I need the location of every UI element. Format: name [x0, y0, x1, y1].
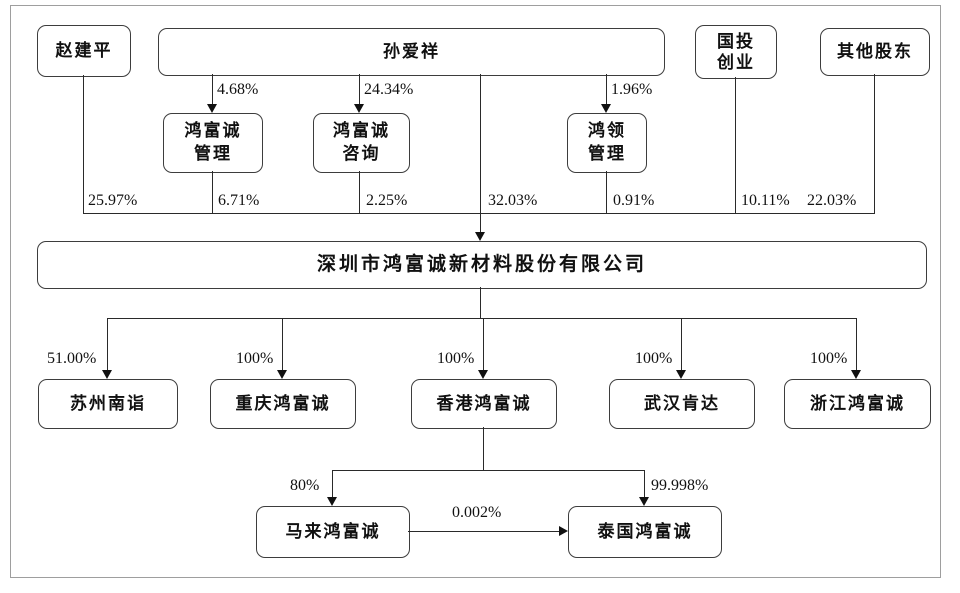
connector-line [606, 74, 608, 104]
node-qita-gudong: 其他股东 [820, 28, 930, 76]
connector-line [483, 427, 485, 470]
pct-hongkong-to-taiguo: 99.998% [651, 477, 709, 494]
connector-line [483, 318, 485, 371]
node-chongqing-hongfucheng: 重庆鸿富诚 [210, 379, 356, 429]
pct-hongkong-to-malai: 80% [290, 477, 320, 494]
node-label-line1: 鸿领 [588, 121, 626, 141]
pct-zixun-to-company: 2.25% [366, 192, 408, 209]
arrowhead-down [478, 370, 488, 379]
node-label: 香港鸿富诚 [436, 393, 532, 413]
pct-company-to-suzhou: 51.00% [47, 350, 97, 367]
pct-guanli-to-company: 6.71% [218, 192, 260, 209]
connector-line [282, 318, 284, 371]
connector-line [107, 318, 109, 371]
pct-sun-to-hongling: 1.96% [611, 81, 653, 98]
node-suzhou-nanzhi: 苏州南诣 [38, 379, 178, 429]
collector-line [83, 213, 875, 215]
node-label: 武汉肯达 [644, 393, 720, 413]
connector-line [856, 318, 858, 371]
node-label-line1: 鸿富诚 [333, 121, 390, 141]
arrowhead-down [277, 370, 287, 379]
pct-company-to-wuhan: 100% [635, 350, 673, 367]
arrowhead-down [354, 104, 364, 113]
node-label-line2: 管理 [588, 144, 626, 163]
arrowhead-right [559, 525, 568, 536]
connector-line [480, 287, 482, 318]
node-hongkong-hongfucheng: 香港鸿富诚 [411, 379, 557, 429]
node-hongling-guanli: 鸿领 管理 [567, 113, 647, 173]
node-label: 浙江鸿富诚 [810, 393, 905, 413]
connector-line [212, 74, 214, 104]
distributor-line [107, 318, 857, 320]
pct-guotou-to-company: 10.11% [741, 192, 790, 209]
connector-line [480, 74, 482, 234]
node-hongfucheng-zixun: 鸿富诚 咨询 [313, 113, 410, 173]
node-label-line2: 咨询 [342, 144, 381, 163]
arrowhead-down [327, 497, 337, 506]
node-label: 泰国鸿富诚 [597, 521, 693, 541]
pct-company-to-chongqing: 100% [236, 350, 274, 367]
company-name: 深圳市鸿富诚新材料股份有限公司 [316, 254, 647, 276]
connector-line [606, 171, 608, 214]
pct-sun-to-guanli: 4.68% [217, 81, 259, 98]
diagram-border [10, 5, 941, 578]
node-label-line1: 国投 [717, 31, 755, 51]
connector-line [735, 77, 737, 214]
connector-line [359, 74, 361, 104]
connector-line [681, 318, 683, 371]
node-label-line2: 管理 [194, 144, 232, 163]
pct-hongling-to-company: 0.91% [613, 192, 655, 209]
node-malai-hongfucheng: 马来鸿富诚 [256, 506, 410, 558]
node-label: 马来鸿富诚 [285, 521, 381, 541]
connector-line [332, 470, 334, 498]
pct-company-to-zhejiang: 100% [810, 350, 848, 367]
node-label-line1: 鸿富诚 [184, 121, 242, 141]
arrowhead-down [207, 104, 217, 113]
node-zhaojianping: 赵建平 [37, 25, 131, 77]
arrowhead-down [102, 370, 112, 379]
node-guotou-chuangye: 国投 创业 [695, 25, 777, 79]
node-label: 其他股东 [837, 41, 913, 61]
arrowhead-down [676, 370, 686, 379]
pct-sun-to-company: 32.03% [488, 192, 538, 209]
pct-qita-to-company: 22.03% [807, 192, 857, 209]
node-taiguo-hongfucheng: 泰国鸿富诚 [568, 506, 722, 558]
node-main-company: 深圳市鸿富诚新材料股份有限公司 [37, 241, 927, 289]
node-label: 重庆鸿富诚 [235, 393, 331, 413]
connector-line [359, 171, 361, 214]
arrowhead-down [601, 104, 611, 113]
node-wuhan-kenda: 武汉肯达 [609, 379, 755, 429]
arrowhead-down [475, 232, 485, 241]
pct-malai-to-taiguo: 0.002% [452, 504, 502, 521]
connector-line [644, 470, 646, 498]
pct-zhao-to-company: 25.97% [88, 192, 138, 209]
arrowhead-down [851, 370, 861, 379]
node-zhejiang-hongfucheng: 浙江鸿富诚 [784, 379, 931, 429]
connector-line [83, 75, 85, 214]
arrowhead-down [639, 497, 649, 506]
node-label-line2: 创业 [717, 53, 755, 72]
connector-line [408, 531, 559, 533]
connector-line [874, 74, 876, 214]
node-label: 苏州南诣 [70, 393, 146, 413]
node-sunaixiang: 孙爱祥 [158, 28, 665, 76]
pct-company-to-hongkong: 100% [437, 350, 475, 367]
node-label: 赵建平 [55, 40, 113, 60]
connector-line [212, 171, 214, 214]
distributor-line [332, 470, 644, 472]
node-hongfucheng-guanli: 鸿富诚 管理 [163, 113, 263, 173]
node-label: 孙爱祥 [383, 41, 440, 61]
pct-sun-to-zixun: 24.34% [364, 81, 414, 98]
